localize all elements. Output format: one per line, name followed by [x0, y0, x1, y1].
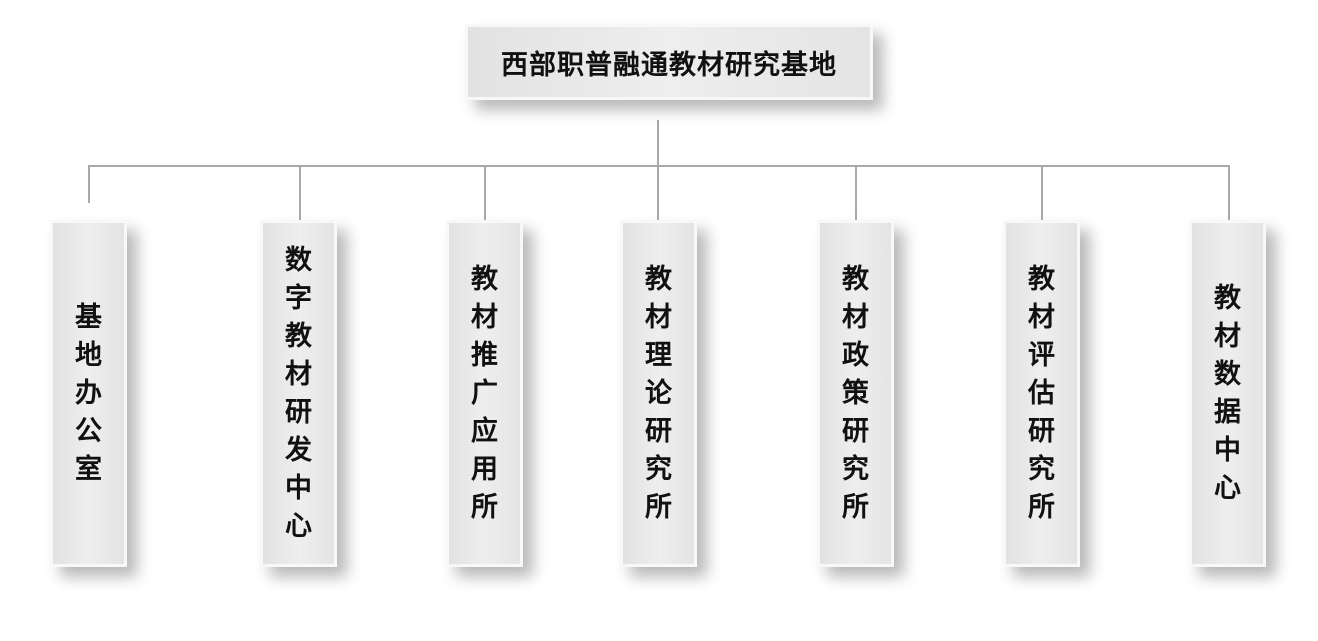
- root-node: 西部职普融通教材研究基地: [465, 24, 873, 100]
- child-node-office: 基地办公室: [50, 220, 127, 567]
- child-node-promotion: 教材推广应用所: [446, 220, 523, 567]
- child-label: 教材数据中心: [1214, 282, 1241, 504]
- child-connector: [855, 165, 857, 220]
- child-connector: [484, 165, 486, 220]
- child-node-digital-rd: 数字教材研发中心: [260, 220, 337, 567]
- root-connector: [657, 120, 659, 166]
- child-connector: [1228, 165, 1230, 220]
- horizontal-connector: [88, 165, 1230, 167]
- child-label: 数字教材研发中心: [285, 244, 312, 542]
- child-label: 教材评估研究所: [1028, 263, 1055, 523]
- child-label: 教材推广应用所: [471, 263, 498, 523]
- child-node-evaluation: 教材评估研究所: [1003, 220, 1080, 567]
- child-label: 基地办公室: [75, 301, 102, 485]
- child-connector: [299, 165, 301, 220]
- child-node-policy: 教材政策研究所: [817, 220, 894, 567]
- child-node-data-center: 教材数据中心: [1189, 220, 1266, 567]
- child-connector: [1041, 165, 1043, 220]
- child-label: 教材政策研究所: [842, 263, 869, 523]
- root-label: 西部职普融通教材研究基地: [501, 49, 837, 81]
- child-node-theory: 教材理论研究所: [620, 220, 697, 567]
- child-connector: [88, 165, 90, 203]
- child-connector: [657, 165, 659, 220]
- child-label: 教材理论研究所: [645, 263, 672, 523]
